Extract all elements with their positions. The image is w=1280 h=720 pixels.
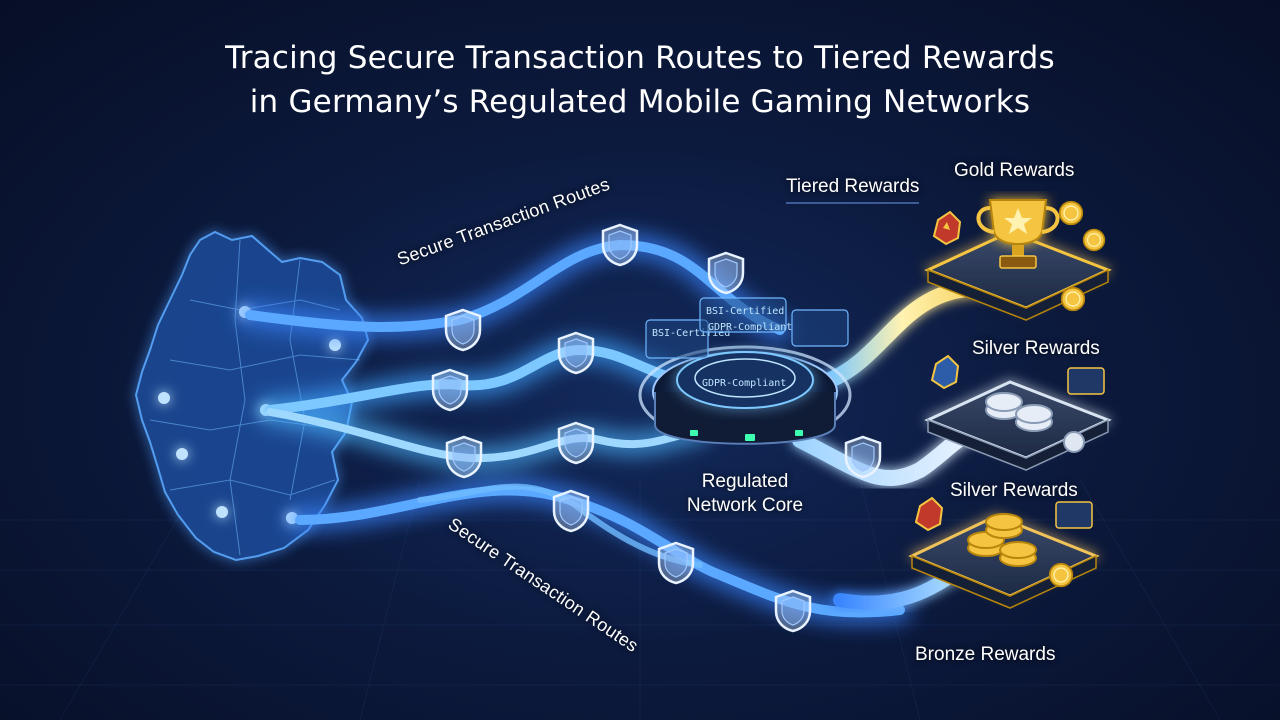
bronze-rewards-label: Bronze Rewards [915,644,1056,665]
coin-icon [1063,431,1085,453]
page-title-line2: in Germany’s Regulated Mobile Gaming Net… [249,84,1031,120]
medal-icon [930,354,960,390]
silver-coins-icon [985,392,1053,432]
svg-text:GDPR-Compliant: GDPR-Compliant [708,322,792,333]
coin-icon [1058,200,1084,226]
badge-top: BSI-Certified [699,297,787,333]
gold-reward-platform [924,199,1112,321]
shield-icon [774,589,812,633]
shield-icon [444,308,482,352]
coin-icon [1082,228,1106,252]
svg-text:BSI-Certified: BSI-Certified [652,328,730,339]
shield-icon [557,331,595,375]
silver-rewards-label-1: Silver Rewards [972,338,1100,359]
tiered-rewards-label: Tiered Rewards [786,176,920,204]
shield-icon [657,541,695,585]
network-core-label-line2: Network Core [686,495,804,516]
info-card-icon [1055,501,1093,529]
svg-text:GDPR-Compliant: GDPR-Compliant [702,378,786,389]
medal-icon [914,496,944,532]
page-title-line1: Tracing Secure Transaction Routes to Tie… [225,40,1055,76]
badge-left: BSI-Certified [645,319,730,359]
gold-rewards-label: Gold Rewards [954,160,1075,181]
svg-text:BSI-Certified: BSI-Certified [706,306,784,317]
shield-icon [445,435,483,479]
trophy-icon [976,199,1060,269]
info-card-icon [1067,367,1105,395]
shield-icon [431,368,469,412]
silver-rewards-label-2: Silver Rewards [950,480,1078,501]
bronze-reward-platform [908,496,1100,609]
shield-icon [552,489,590,533]
medal-icon [932,210,962,246]
network-core-label-line1: Regulated [701,471,789,492]
coin-icon [1048,562,1074,588]
shield-icon [557,421,595,465]
network-core: BSI-Certified BSI-Certified GDPR-Complia… [638,297,852,445]
gold-coins-stack-icon [967,513,1037,567]
shield-icon [844,435,882,479]
shield-icon [601,223,639,267]
silver-reward-platform [924,354,1112,471]
badge-right: GDPR-Compliant [708,309,849,347]
network-core-label: Regulated Network Core [670,470,820,518]
coin-icon [1060,286,1086,312]
shield-icon [707,251,745,295]
